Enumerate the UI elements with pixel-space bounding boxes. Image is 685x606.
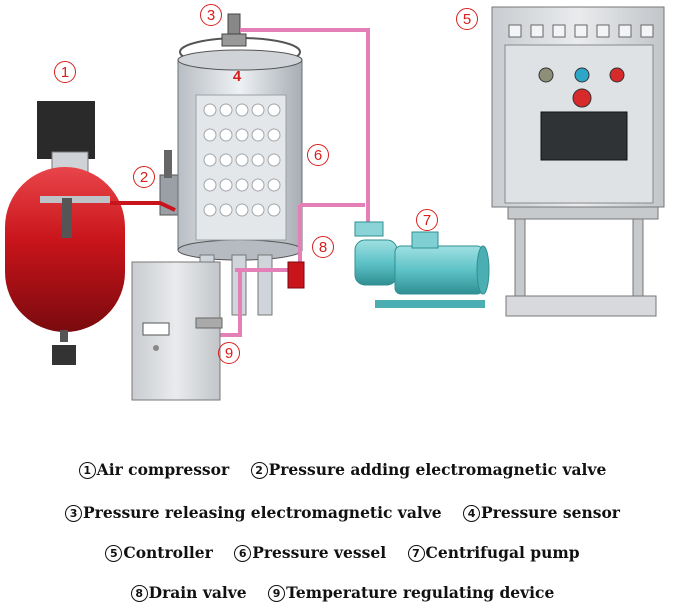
legend-label: Air compressor <box>96 460 230 479</box>
callout-8: 8 <box>312 236 334 258</box>
callout-3: 3 <box>200 4 222 26</box>
pressure-adding-valve <box>110 150 183 216</box>
legend-number: 2 <box>250 462 268 479</box>
legend-number: 1 <box>78 462 96 479</box>
drain-valve <box>287 261 305 289</box>
controller-cabinet <box>491 6 665 317</box>
pressure-sensor-body <box>221 33 247 47</box>
equipment-diagram <box>5 6 665 401</box>
legend-number: 8 <box>130 585 148 602</box>
callout-2: 2 <box>133 166 155 188</box>
temperature-regulating-device <box>131 261 223 401</box>
legend-number: 3 <box>65 505 83 522</box>
legend-number: 5 <box>105 545 123 562</box>
legend-number: 7 <box>407 545 425 562</box>
releasing-valve-body <box>227 13 241 37</box>
centrifugal-pump <box>354 221 490 308</box>
callout-1: 1 <box>54 61 76 83</box>
legend-number: 4 <box>463 505 481 522</box>
callout-7: 7 <box>416 209 438 231</box>
air-compressor <box>5 101 125 365</box>
legend-label: Drain valve <box>148 583 247 602</box>
legend-label: Centrifugal pump <box>425 543 580 562</box>
legend-number: 9 <box>268 585 286 602</box>
legend-label: Pressure releasing electromagnetic valve <box>83 503 442 522</box>
legend-label: Temperature regulating device <box>286 583 555 602</box>
callout-4: 4 <box>232 68 242 85</box>
legend-label: Controller <box>123 543 213 562</box>
specimen-grid <box>203 103 281 217</box>
legend-label: Pressure sensor <box>481 503 620 522</box>
callout-6: 6 <box>307 144 329 166</box>
legend-label: Pressure adding electromagnetic valve <box>268 460 607 479</box>
callout-5: 5 <box>456 8 478 30</box>
callout-9: 9 <box>218 342 240 364</box>
legend-label: Pressure vessel <box>252 543 387 562</box>
legend-number: 6 <box>234 545 252 562</box>
